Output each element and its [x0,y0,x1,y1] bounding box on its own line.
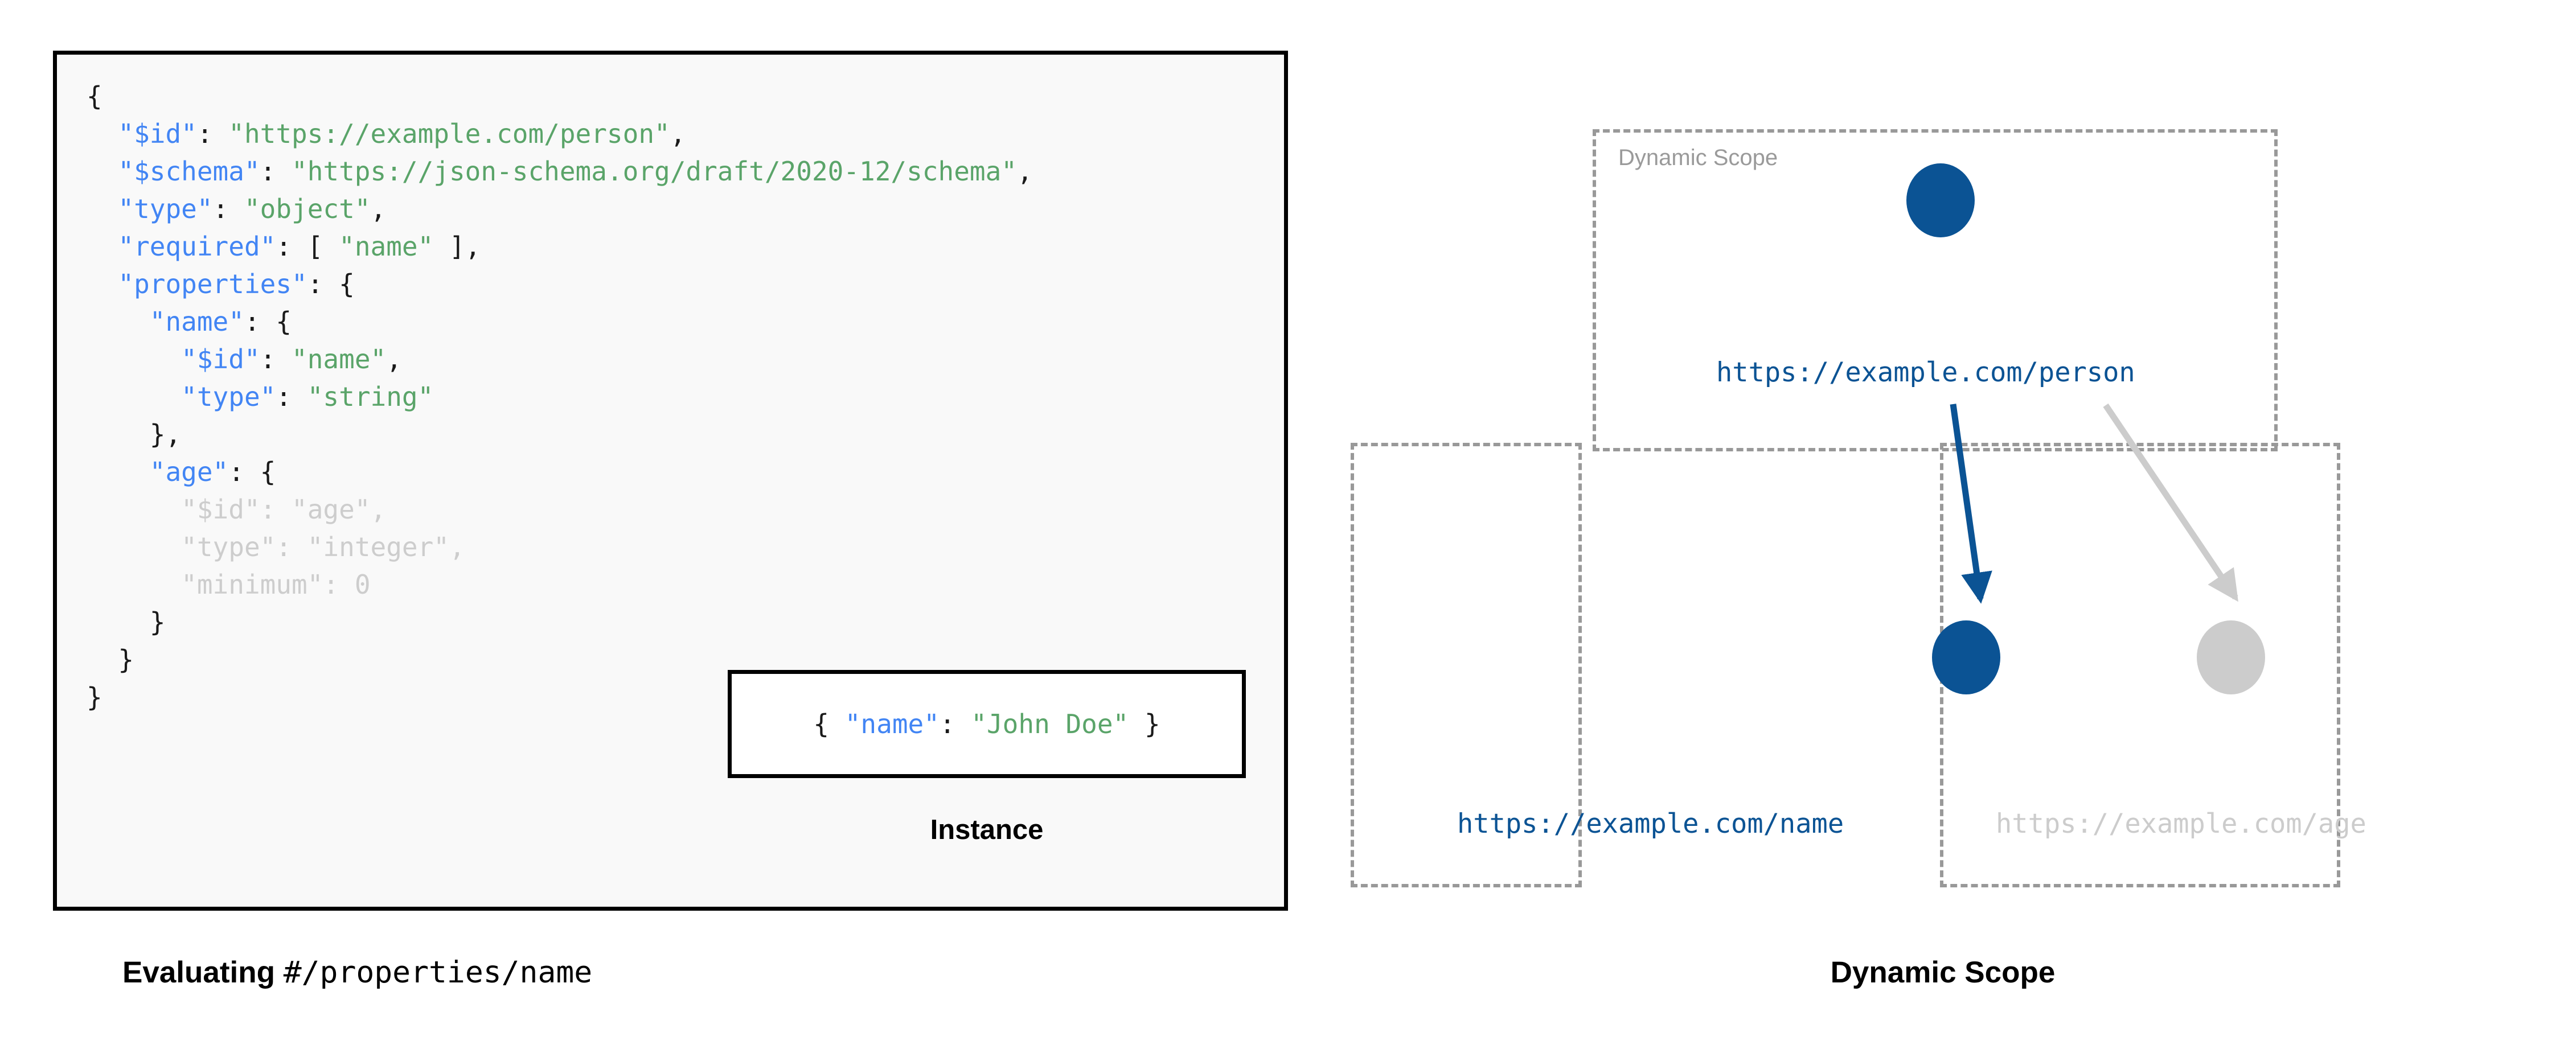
scope-box-root [1593,129,2278,451]
code-token: 0 [354,569,371,600]
scope-box-root-label: Dynamic Scope [1618,145,1778,170]
code-token: , [370,494,387,525]
code-token: , [670,118,686,149]
code-token: "required" [118,231,276,262]
code-token: { [87,81,102,112]
scope-arrow-layer [1950,403,2238,604]
arrow-person-to-name [1950,404,1992,604]
node-person-label: https://example.com/person [1716,357,2135,388]
code-token: : [212,194,244,224]
code-line: "properties": { [87,269,355,299]
code-token: : [196,118,229,149]
code-token: "name" [339,231,434,262]
code-token: "name" [292,344,387,375]
code-token: , [449,532,465,562]
dynamic-scope-panel: Dynamic Scope https://example.com/person… [1310,0,2576,1053]
code-token: "type" [118,194,213,224]
code-line: "required": [ "name" ], [87,231,481,262]
code-line: { [87,81,102,112]
code-token: } [149,607,166,637]
code-token: "$id" [181,344,260,375]
code-token: : [323,569,355,600]
dynamic-scope-caption: Dynamic Scope [1830,956,2056,989]
code-line: "$schema": "https://json-schema.org/draf… [87,156,1033,187]
code-line: "minimum": 0 [87,569,371,600]
code-token: : [939,709,971,739]
node-person-circle [1906,163,1975,237]
code-token: "$id" [181,494,260,525]
code-token: : [ [276,231,339,262]
code-line: } [87,607,166,637]
code-token: : [276,532,307,562]
code-token: "https://example.com/person" [228,118,670,149]
evaluating-caption: Evaluating #/properties/name [122,955,592,990]
code-line: "type": "integer", [87,532,465,562]
node-age-circle [2197,620,2265,694]
code-token: "properties" [118,269,307,299]
code-line: "age": { [87,456,276,487]
code-token: } [118,644,134,675]
code-token: "object" [244,194,371,224]
code-token: : [276,381,307,412]
code-line: "$id": "https://example.com/person", [87,118,686,149]
schema-code-text: { "$id": "https://example.com/person", "… [87,77,1033,716]
evaluating-caption-bold: Evaluating [122,956,284,989]
code-line: "$id": "age", [87,494,386,525]
code-token: "name" [844,709,940,739]
code-token: "age" [292,494,371,525]
code-line: "type": "string" [87,381,433,412]
code-token: ], [433,231,481,262]
scope-box-name [1351,443,1582,887]
node-name-circle [1932,620,2000,694]
instance-code-text: { "name": "John Doe" } [813,707,1160,741]
code-token: "minimum" [181,569,323,600]
code-token: "name" [149,306,244,337]
code-token: : { [307,269,355,299]
code-token: , [370,194,387,224]
code-token: , [386,344,402,375]
code-line: "type": "object", [87,194,386,224]
code-token: { [813,709,845,739]
code-token: : [260,344,292,375]
schema-panel: { "$id": "https://example.com/person", "… [53,51,1288,990]
code-token: "$id" [118,118,197,149]
code-token: , [1016,156,1033,187]
code-token: "John Doe" [971,709,1129,739]
code-token: : { [244,306,292,337]
code-token: "integer" [307,532,449,562]
code-token: "type" [181,532,276,562]
code-token: "string" [307,381,434,412]
instance-label: Instance [930,815,1044,845]
code-token: "type" [181,381,276,412]
code-line: } [87,644,134,675]
evaluating-caption-pointer: #/properties/name [283,955,593,990]
code-token: "$schema" [118,156,260,187]
arrow-person-to-age [2103,403,2238,602]
code-line: "$id": "name", [87,344,402,375]
code-token: "age" [149,456,229,487]
code-token: : [260,156,292,187]
node-age-label: https://example.com/age [1996,808,2366,840]
code-line: "name": { [87,306,292,337]
node-name-label: https://example.com/name [1457,808,1844,840]
code-line: }, [87,419,181,450]
code-token: : [260,494,292,525]
code-token: } [1129,709,1160,739]
instance-box: { "name": "John Doe" } [728,670,1246,778]
code-token: "https://json-schema.org/draft/2020-12/s… [292,156,1017,187]
code-token: }, [149,419,182,450]
code-token: : { [228,456,276,487]
code-line: } [87,682,102,713]
schema-code-block: { "$id": "https://example.com/person", "… [53,51,1288,911]
code-token: } [87,682,102,713]
